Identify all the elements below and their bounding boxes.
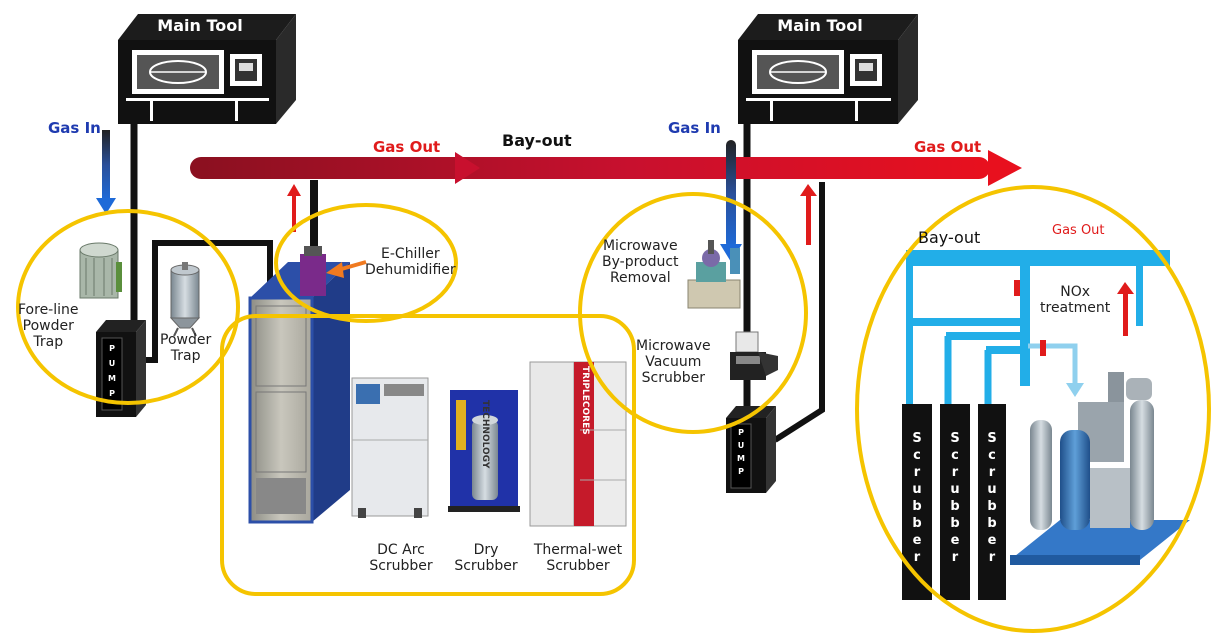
dry-scrubber-label: Dry Scrubber [454,542,518,575]
ring-fore-line-area [16,209,240,405]
scrubber-3-label: Scrubber [978,430,1006,566]
bay-out-label-1: Bay-out [502,131,572,150]
powder-trap-graphic [169,262,201,337]
nox-treatment-graphic [1010,372,1190,565]
red-up-arrow-microwave [800,184,817,245]
main-tool-right [738,14,918,124]
scrubber-2-label: Scrubber [940,430,970,566]
pump-left-label: PUMP [104,341,120,401]
main-tool-left [118,14,296,124]
powder-trap-label: Powder Trap [160,332,212,365]
scrubber-3-text: Scrubber [987,431,997,565]
thermal-wet-scrubber-label: Thermal-wet Scrubber [533,542,623,575]
ring-right-system [855,185,1211,633]
main-tool-right-label: Main Tool [777,16,863,35]
microwave-byproduct-label: Microwave By-product Removal [602,238,679,287]
fore-line-powder-trap-graphic [79,242,122,299]
ring-scrubbers [220,314,636,596]
pump-right-label: PUMP [733,426,749,478]
pump-left-text: PUMP [108,344,116,398]
gas-out-arrow [190,150,1022,186]
gas-in-arrow-left [96,130,116,214]
scrubber-2-text: Scrubber [950,431,960,565]
microwave-vacuum-label: Microwave Vacuum Scrubber [636,338,711,387]
fore-line-powder-trap-label: Fore-line Powder Trap [18,302,79,351]
red-up-arrow-nox [1117,282,1134,336]
dc-arc-scrubber-graphic [351,377,429,518]
e-chiller-label: E-Chiller Dehumidifier [365,246,456,279]
main-cabinet-graphic [248,246,350,524]
thermal-wet-scrubber-graphic [529,361,627,527]
dry-scrubber-graphic [448,390,520,512]
nox-treatment-label: NOx treatment [1040,284,1111,317]
microwave-byproduct-graphic [687,240,741,309]
gas-out-label-1: Gas Out [373,138,441,156]
orange-pointer-arrow [326,260,367,278]
main-tool-left-label: Main Tool [157,16,243,35]
highlight-rings [16,185,1211,633]
gas-out-label-3: Gas Out [1052,223,1105,238]
brand-technology-text: TECHNOLOGY [480,400,490,469]
gas-in-right-label: Gas In [668,119,721,137]
pump-right-text: PUMP [737,428,745,476]
ring-microwave [578,192,808,434]
scrubber-columns [902,404,1006,600]
brand-triplecores-text: TRIPLECORES [580,366,590,435]
dc-arc-scrubber-label: DC Arc Scrubber [369,542,433,575]
red-up-arrow-dehumidifier [287,184,301,232]
gas-out-label-2: Gas Out [914,138,982,156]
scrubber-1-label: Scrubber [902,430,932,566]
bay-out-label-2: Bay-out [918,228,981,247]
pump-right [726,406,776,493]
bay-out-pipe-right [906,250,1170,406]
ring-dehumidifier [274,203,458,323]
gas-in-left-label: Gas In [48,119,101,137]
scrubber-1-text: Scrubber [912,431,922,565]
microwave-vacuum-graphic [730,331,778,380]
